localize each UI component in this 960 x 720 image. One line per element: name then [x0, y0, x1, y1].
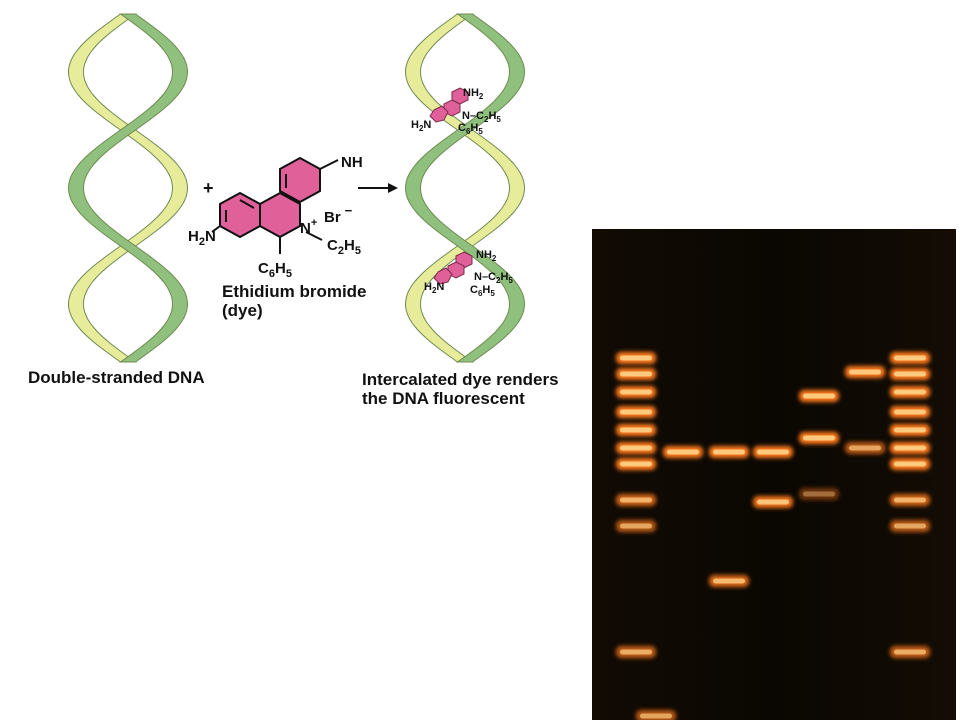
dna-strand-green [404, 13, 526, 363]
gel-band [803, 435, 835, 441]
dna-strand-light [67, 13, 189, 363]
intercalated-caption-line-2: the DNA fluorescent [362, 389, 525, 408]
dye-name-label: Ethidium bromide [222, 282, 367, 301]
gel-band [620, 355, 652, 361]
gel-band [620, 427, 652, 433]
dna-strand-light [404, 13, 526, 363]
intercalated-caption-line-1: Intercalated dye renders [362, 370, 559, 389]
dye-lower-ethyl-label: N–C2H5 [474, 271, 513, 285]
gel-band [894, 445, 926, 451]
gel-band [757, 449, 789, 455]
gel-band [757, 499, 789, 505]
gel-band [894, 497, 926, 503]
gel-band [620, 371, 652, 377]
gel-band [894, 523, 926, 529]
gel-band [620, 649, 652, 655]
gel-band [620, 523, 652, 529]
dye-upper-nh2-label: NH2 [463, 87, 484, 101]
plus-sign: + [203, 178, 214, 198]
gel-band [894, 427, 926, 433]
gel-band [620, 497, 652, 503]
double-stranded-dna-helix [67, 13, 189, 363]
double-stranded-dna-caption: Double-stranded DNA [28, 368, 205, 387]
dye-upper-phenyl-label: C6H5 [458, 122, 483, 136]
gel-band [894, 371, 926, 377]
reaction-arrow [358, 183, 398, 193]
gel-band [894, 389, 926, 395]
intercalated-dye-upper: NH2 H2N N–C2H5 C6H5 [411, 87, 501, 136]
gel-band [894, 355, 926, 361]
gel-band [849, 369, 881, 375]
ethyl-group-label: C2H5 [327, 237, 361, 257]
intercalated-dna-helix [404, 13, 526, 363]
h2n-group-label: H2N [188, 228, 216, 248]
gel-electrophoresis-image [592, 229, 956, 720]
gel-band [713, 449, 745, 455]
gel-band [620, 389, 652, 395]
phenyl-group-label: C6H5 [258, 260, 292, 280]
gel-band [620, 445, 652, 451]
gel-band [667, 449, 699, 455]
n-plus-label: N+ [300, 217, 317, 237]
nh-group-label: NH [341, 154, 363, 171]
dye-type-label: (dye) [222, 301, 263, 320]
gel-background [592, 229, 956, 720]
dye-lower-nh2-label: NH2 [476, 249, 497, 263]
dna-strand-green [67, 13, 189, 363]
gel-band [803, 491, 835, 497]
gel-band [640, 713, 672, 719]
bromide-counter-ion-label: Br− [324, 203, 353, 226]
ethidium-bromide-structure: NH H2N N+ Br− C2H5 C6H5 Ethidium bromide… [188, 154, 367, 320]
dye-upper-h2n-label: H2N [411, 119, 431, 133]
gel-band [894, 649, 926, 655]
dye-lower-phenyl-label: C6H5 [470, 284, 495, 298]
dye-upper-ethyl-label: N–C2H5 [462, 110, 501, 124]
gel-band [713, 578, 745, 584]
gel-band [894, 461, 926, 467]
gel-band [803, 393, 835, 399]
intercalated-dye-lower: NH2 H2N N–C2H5 C6H5 [424, 249, 513, 298]
gel-band-glow [799, 488, 839, 500]
dye-lower-h2n-label: H2N [424, 281, 444, 295]
gel-band [620, 461, 652, 467]
gel-band [849, 445, 881, 451]
gel-band [894, 409, 926, 415]
gel-band [620, 409, 652, 415]
